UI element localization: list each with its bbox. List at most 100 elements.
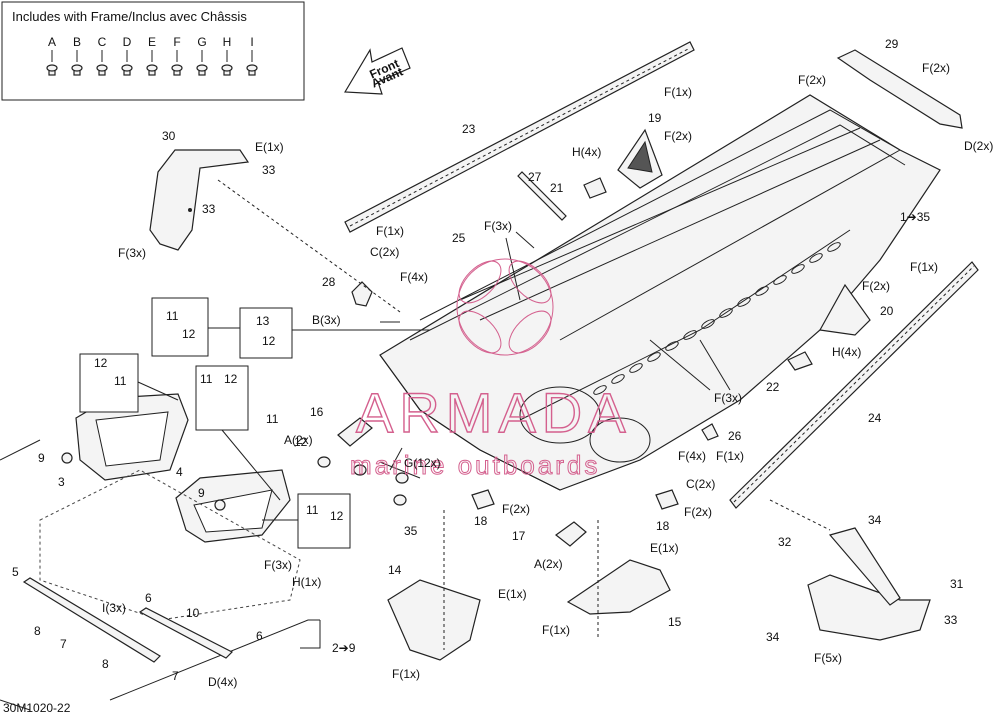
panel-part-15 bbox=[566, 559, 671, 615]
callout-f1x-23: F(1x) bbox=[376, 224, 404, 238]
callout-labels: F(1x)2329F(2x)F(2x)D(2x)19F(2x)H(4x)2127… bbox=[12, 37, 993, 689]
bar-part-27 bbox=[517, 171, 567, 221]
callout-l9b: 9 bbox=[198, 486, 205, 500]
callout-l15: 15 bbox=[668, 615, 682, 629]
callout-h4x-top: H(4x) bbox=[572, 145, 601, 159]
callout-l6b: 6 bbox=[256, 629, 263, 643]
fastener-icon-c bbox=[96, 64, 108, 76]
callout-e1x-14: E(1x) bbox=[498, 587, 527, 601]
panel-part-14 bbox=[387, 579, 481, 661]
fastener-icon-a bbox=[46, 64, 58, 76]
callout-l13: 13 bbox=[256, 314, 270, 328]
callout-c2x-23: C(2x) bbox=[370, 245, 399, 259]
bracket-part-28 bbox=[351, 281, 373, 307]
callout-l35: 35 bbox=[404, 524, 418, 538]
callout-l11-e: 11 bbox=[306, 503, 319, 517]
callout-l5: 5 bbox=[12, 565, 19, 579]
footrest-part-17 bbox=[555, 521, 587, 547]
callout-l12-d: 12 bbox=[294, 435, 308, 449]
callout-boxes bbox=[79, 297, 351, 549]
callout-l12-top: 12 bbox=[182, 327, 196, 341]
watermark-tagline: marine outboards bbox=[350, 450, 600, 480]
diagram-code: 30M1020-22 bbox=[3, 701, 71, 715]
clip-part-22 bbox=[787, 351, 813, 371]
bracket-part-3 bbox=[61, 393, 189, 481]
fastener-letter-a: A bbox=[48, 35, 56, 49]
callout-l11-b: 11 bbox=[114, 374, 127, 388]
callout-l30: 30 bbox=[162, 129, 176, 143]
callout-a2x-16: A(2x) bbox=[284, 433, 313, 447]
callout-l34a: 34 bbox=[868, 513, 882, 527]
callout-l7a: 7 bbox=[60, 637, 67, 651]
callout-l17: 17 bbox=[512, 529, 526, 543]
bracket-part-31 bbox=[807, 527, 931, 641]
fastener-icon-d bbox=[121, 64, 133, 76]
callout-f2x-20: F(2x) bbox=[862, 279, 890, 293]
gusset-part-20 bbox=[819, 283, 871, 336]
fastener-letter-e: E bbox=[148, 35, 156, 49]
callout-f1x-top: F(1x) bbox=[664, 85, 692, 99]
plate-part-18-right bbox=[655, 489, 679, 510]
callout-l11-top: 11 bbox=[166, 309, 179, 323]
callout-e1x-15: E(1x) bbox=[650, 541, 679, 555]
callout-l33b: 33 bbox=[202, 202, 216, 216]
callout-e1x-30: E(1x) bbox=[255, 140, 284, 154]
callout-l28: 28 bbox=[322, 275, 336, 289]
callout-f1x-15: F(1x) bbox=[542, 623, 570, 637]
callout-l8a: 8 bbox=[34, 624, 41, 638]
tunnel-frame bbox=[379, 94, 941, 491]
fastener-letter-i: I bbox=[250, 35, 253, 49]
fastener-icon-e bbox=[146, 64, 158, 76]
callout-l33c: 33 bbox=[944, 613, 958, 627]
frame-vent-slots bbox=[593, 242, 841, 395]
callout-f3x-30: F(3x) bbox=[118, 246, 146, 260]
callout-f2x-18b: F(2x) bbox=[684, 505, 712, 519]
callout-l32: 32 bbox=[778, 535, 792, 549]
callout-l9a: 9 bbox=[38, 451, 45, 465]
callout-l6a: 6 bbox=[145, 591, 152, 605]
callout-f2x-top: F(2x) bbox=[798, 73, 826, 87]
watermark-brand: ARMADA bbox=[356, 381, 632, 444]
callout-f3x-mid: F(3x) bbox=[484, 219, 512, 233]
bracket-part-29 bbox=[836, 49, 963, 129]
bracket-part-4 bbox=[175, 469, 291, 543]
callout-l34b: 34 bbox=[766, 630, 780, 644]
callout-f4x-top: F(4x) bbox=[400, 270, 428, 284]
front-direction-arrow: Front Avant bbox=[343, 47, 411, 95]
lower-skid-outline bbox=[0, 439, 321, 711]
callout-l10: 10 bbox=[186, 606, 200, 620]
callout-f3x-r: F(3x) bbox=[714, 391, 742, 405]
callout-l11-d: 11 bbox=[266, 412, 279, 426]
rail-part-10 bbox=[138, 607, 234, 659]
callout-l22: 22 bbox=[766, 380, 780, 394]
bracket-part-30 bbox=[149, 149, 250, 251]
callout-l27: 27 bbox=[528, 170, 542, 184]
callout-f1x-14: F(1x) bbox=[392, 667, 420, 681]
callout-l12-e: 12 bbox=[330, 509, 344, 523]
callout-l8b: 8 bbox=[102, 657, 109, 671]
callout-a2x-17: A(2x) bbox=[534, 557, 563, 571]
callout-l29-9: 2➔9 bbox=[332, 641, 356, 655]
fastener-icon-i bbox=[246, 64, 258, 76]
fastener-icon-b bbox=[71, 64, 83, 76]
fastener-letter-g: G bbox=[197, 35, 206, 49]
callout-l14: 14 bbox=[388, 563, 402, 577]
callout-l4: 4 bbox=[176, 465, 183, 479]
callout-l26: 26 bbox=[728, 429, 742, 443]
callout-l16: 16 bbox=[310, 405, 324, 419]
callout-l18a: 18 bbox=[474, 514, 488, 528]
callout-l25: 25 bbox=[452, 231, 466, 245]
legend-box: Includes with Frame/Inclus avec Châssis … bbox=[1, 1, 305, 101]
armada-watermark: ARMADA marine outboards bbox=[350, 258, 632, 481]
callout-f2x-18a: F(2x) bbox=[502, 502, 530, 516]
callout-l21: 21 bbox=[550, 181, 564, 195]
callout-f3x-left: F(3x) bbox=[264, 558, 292, 572]
fastener-letter-f: F bbox=[173, 35, 180, 49]
callout-l11-c: 11 bbox=[200, 372, 213, 386]
callout-h4x-22: H(4x) bbox=[832, 345, 861, 359]
callout-l29: 29 bbox=[885, 37, 899, 51]
callout-l7b: 7 bbox=[172, 669, 179, 683]
fastener-letter-d: D bbox=[123, 35, 132, 49]
